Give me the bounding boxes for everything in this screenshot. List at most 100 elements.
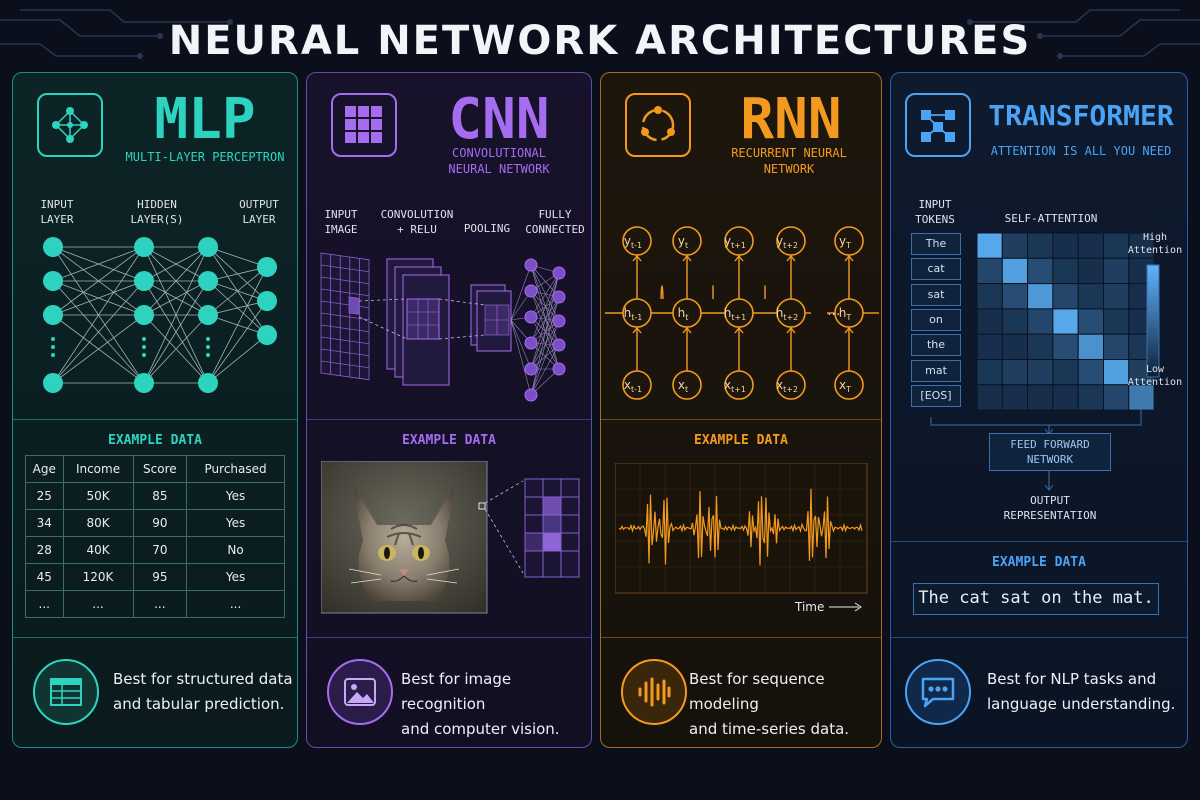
rnn-node-label: ht [678,306,689,322]
divider [891,541,1187,542]
neuron [552,314,566,328]
connection [52,246,145,384]
table-cell: 70 [132,536,188,564]
neuron [257,291,277,311]
connection [52,280,145,316]
rnn-node [724,226,754,256]
table-cell: 80K [62,509,134,537]
token-box: cat [911,258,961,281]
table-cell: 85 [132,482,188,510]
table-cell: 50K [62,482,134,510]
attention-cell [976,308,1003,335]
neuron [198,237,218,257]
divider [601,419,881,420]
attention-cell [1103,283,1130,310]
rnn-node [622,370,652,400]
rnn-node [622,298,652,328]
graph-icon [905,93,971,157]
rnn-node [672,370,702,400]
self-attention-label: SELF-ATTENTION [1004,212,1098,225]
table-cell: 25 [25,482,64,510]
table-cell: Yes [186,563,285,591]
attention-cell [1103,384,1130,411]
connection [207,300,268,316]
attention-cell [1052,257,1079,285]
table-cell: 45 [25,563,64,591]
connection [207,334,268,384]
attention-cell [1052,359,1079,386]
neuron [134,271,154,291]
connection [143,314,209,384]
attention-cell [976,333,1003,360]
waveform-chart: Time [615,463,868,614]
attention-cell [1103,333,1130,360]
neuron [552,362,566,376]
connection [143,280,209,384]
table-cell: No [186,536,285,564]
neuron [524,258,538,272]
divider [601,637,881,638]
neuron [134,237,154,257]
attention-cell [1052,232,1079,259]
neuron [524,284,538,298]
attention-cell [1001,257,1029,285]
neuron [524,336,538,350]
attention-cell [1077,384,1104,411]
attention-cell [976,384,1003,411]
attention-matrix [976,232,1160,411]
rnn-node [776,226,806,256]
connection [52,246,145,282]
rnn-node [724,370,754,400]
divider [13,637,297,638]
rnn-node [834,370,864,400]
table-cell: Yes [186,482,285,510]
neuron [524,310,538,324]
transformer-panel: TRANSFORMER ATTENTION IS ALL YOU NEED IN… [890,72,1188,748]
neuron [43,271,63,291]
mlp-subtitle: MULTI-LAYER PERCEPTRON [125,150,285,164]
circuit-decoration [0,9,1200,59]
rnn-node [724,298,754,328]
attention-cell [976,232,1003,259]
table-cell: 90 [132,509,188,537]
convolution-label: CONVOLUTION+ RELU [380,208,454,236]
table-header: Score [132,455,188,483]
attention-cell [1052,283,1079,310]
token-box: on [911,308,961,331]
attention-cell [1027,257,1054,285]
attention-cell [1027,283,1054,310]
rnn-node [834,226,864,256]
attention-cell [1001,283,1029,310]
connection [52,246,145,316]
table-cell: ... [62,590,134,618]
attention-cell [976,257,1003,285]
token-box: the [911,334,961,357]
attention-cell [1052,384,1079,411]
table-cell: ... [25,590,64,618]
cat-image [321,461,580,614]
neuron [524,388,538,402]
attention-cell [1103,308,1130,335]
attention-cell [1052,308,1079,335]
example-sentence: The cat sat on the mat. [913,583,1159,615]
neuron [552,266,566,280]
neuron [524,362,538,376]
rnn-node-label: xt [678,378,688,394]
mlp-network-diagram [43,237,277,393]
table-header: Income [62,455,134,483]
example-data-label: EXAMPLE DATA [402,433,496,448]
